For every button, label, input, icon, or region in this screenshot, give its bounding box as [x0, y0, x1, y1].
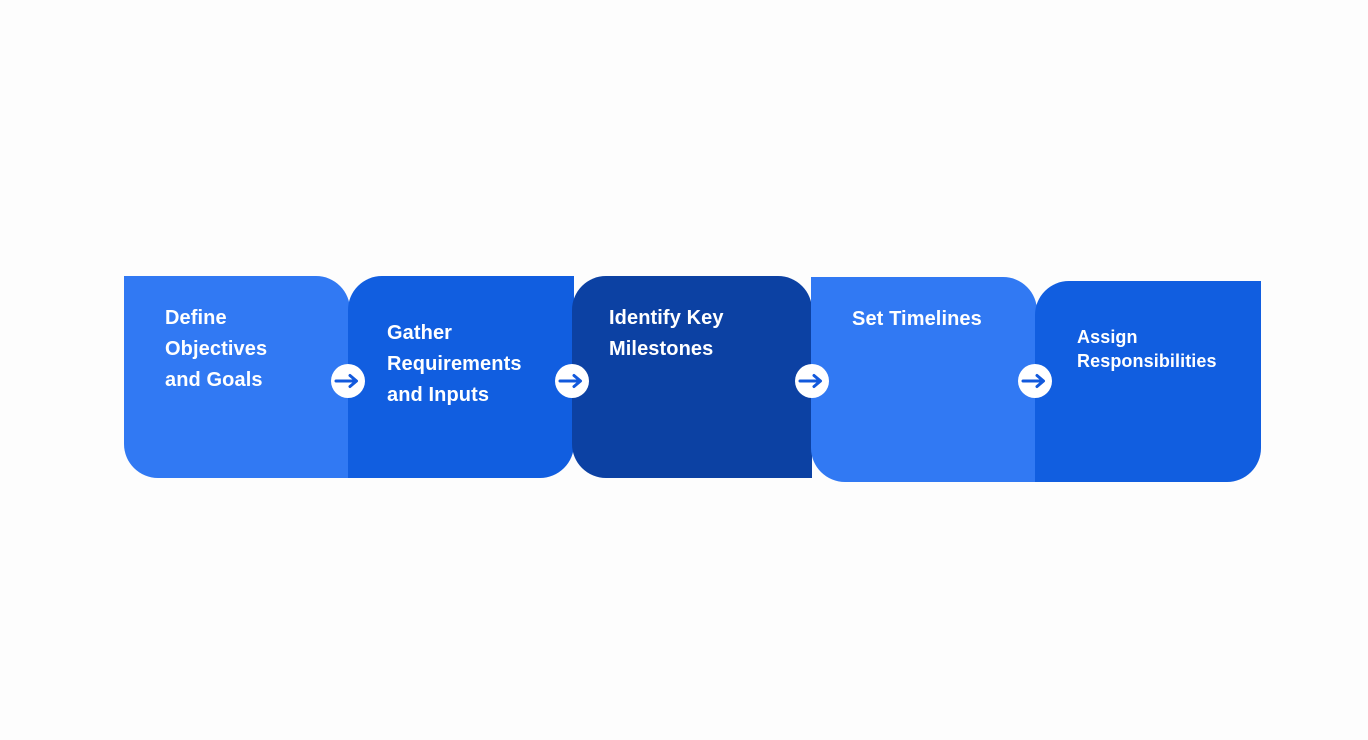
- step-label: Set Timelines: [852, 308, 982, 330]
- arrow-right-icon: [331, 364, 365, 398]
- arrow-right-icon: [795, 364, 829, 398]
- arrow-right-icon: [555, 364, 589, 398]
- step-set-timelines: Set Timelines: [811, 277, 1037, 482]
- arrow-right-icon: [1018, 364, 1052, 398]
